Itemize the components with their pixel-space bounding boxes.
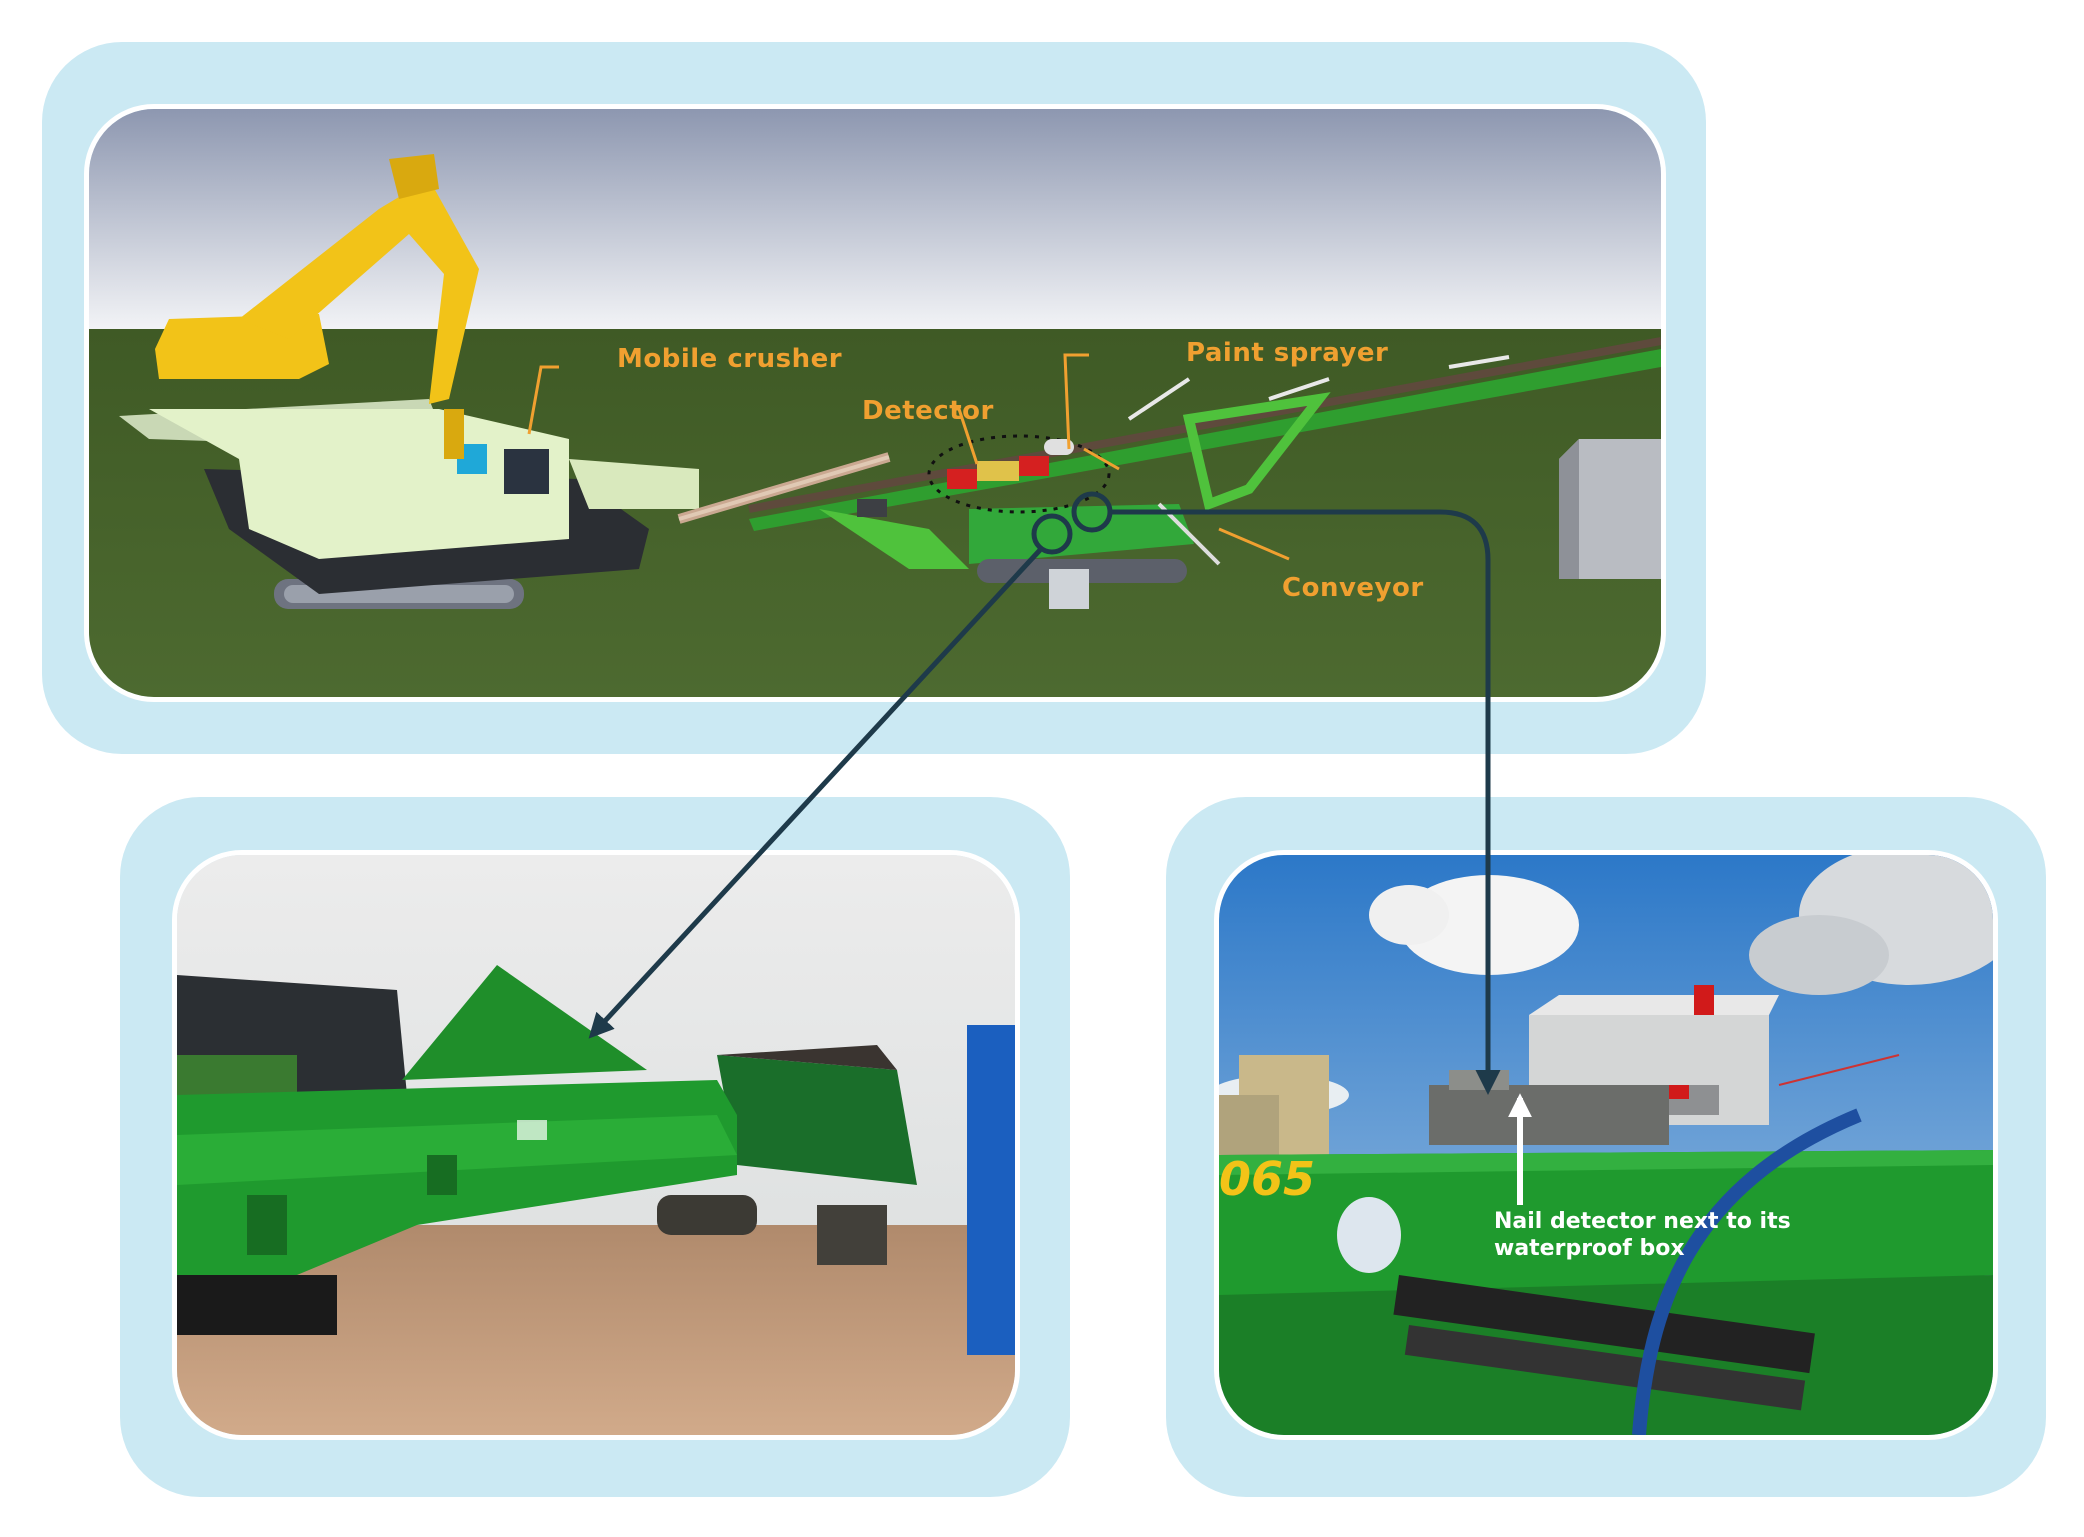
box-circle — [1071, 491, 1113, 533]
excavator-model — [155, 154, 479, 459]
mobile-crusher-model — [119, 399, 891, 609]
conveyor-label: Conveyor — [1282, 573, 1424, 603]
waterproof-box-model — [1559, 439, 1661, 579]
sky — [89, 109, 1661, 329]
nail-detector-label: Nail detector next to its waterproof box — [1494, 1209, 1791, 1261]
nail-detector-photo: 065 — [1219, 855, 1993, 1435]
detector-model — [927, 434, 1111, 514]
conveyor-photo-panel — [172, 850, 1020, 1440]
detector-label: Detector — [862, 396, 994, 426]
label-leaders — [527, 353, 1290, 561]
nail-detector-device — [1429, 1085, 1669, 1145]
detector-circle — [1031, 513, 1073, 555]
conveyor-photo — [177, 855, 1015, 1435]
paint-sprayer-model — [1044, 439, 1074, 455]
machine-number-text: 065 — [1219, 1152, 1315, 1206]
paint-sprayer-label: Paint sprayer — [1186, 338, 1389, 368]
arrow-to-conveyor-photo — [588, 548, 1042, 1039]
nail-detector-photo-panel: 065 — [1214, 850, 1998, 1440]
arrow-to-detector-photo — [1110, 509, 1501, 1095]
blue-container — [967, 1025, 1015, 1355]
mobile-crusher-label: Mobile crusher — [617, 344, 843, 374]
